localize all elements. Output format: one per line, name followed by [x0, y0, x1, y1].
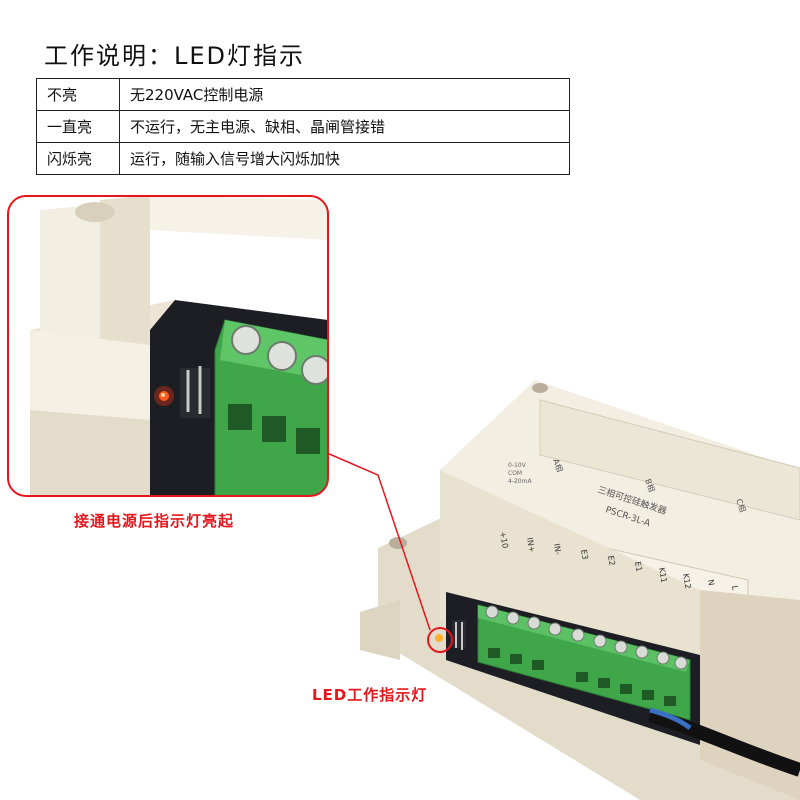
callout-line [326, 452, 431, 631]
device-main: 三相可控硅触发器 PSCR-3L-A A相 B相 C相 0-10V COM 4-… [360, 380, 800, 800]
input-range-label: COM [508, 470, 522, 477]
zoom-inset [8, 196, 328, 496]
terminal-label: E3 [579, 549, 590, 561]
page-title: 工作说明：LED灯指示 [44, 42, 306, 70]
table-row: 不亮 无220VAC控制电源 [36, 78, 570, 111]
led-description: 运行，随输入信号增大闪烁加快 [119, 142, 570, 175]
mounting-hole [389, 537, 407, 549]
terminal-label: K12 [681, 573, 693, 590]
phase-c-label: C相 [734, 497, 748, 513]
terminal-screws [485, 605, 688, 670]
terminal-label: IN- [552, 543, 563, 556]
terminal-label: +10 [498, 531, 510, 549]
terminal-label: E1 [633, 561, 644, 573]
phase-b-label: B相 [643, 477, 657, 493]
led-state: 不亮 [36, 78, 120, 111]
input-range-label: 0-10V [508, 462, 527, 469]
terminal-label: E2 [606, 555, 617, 567]
terminal-label: N [706, 579, 716, 586]
led-highlight-circle [427, 627, 453, 653]
led-state: 一直亮 [36, 110, 120, 143]
cable [647, 708, 800, 777]
terminal-label: IN+ [525, 537, 536, 553]
led-state: 闪烁亮 [36, 142, 120, 175]
led-description: 无220VAC控制电源 [119, 78, 570, 111]
input-range-label: 4-20mA [508, 478, 532, 485]
zoom-inset-frame [7, 195, 329, 497]
led-indicator-small [435, 634, 443, 642]
terminal-label: L [730, 585, 740, 591]
phase-a-label: A相 [551, 457, 565, 473]
led-status-table: 不亮 无220VAC控制电源 一直亮 不运行，无主电源、缺相、晶闸管接错 闪烁亮… [36, 78, 570, 175]
terminal-screws-zoom [231, 325, 328, 385]
mounting-hole [532, 383, 548, 393]
caption-power-on: 接通电源后指示灯亮起 [74, 512, 235, 530]
terminal-label: K11 [657, 567, 669, 584]
caption-led: LED工作指示灯 [312, 686, 428, 704]
table-row: 闪烁亮 运行，随输入信号增大闪烁加快 [36, 142, 570, 175]
